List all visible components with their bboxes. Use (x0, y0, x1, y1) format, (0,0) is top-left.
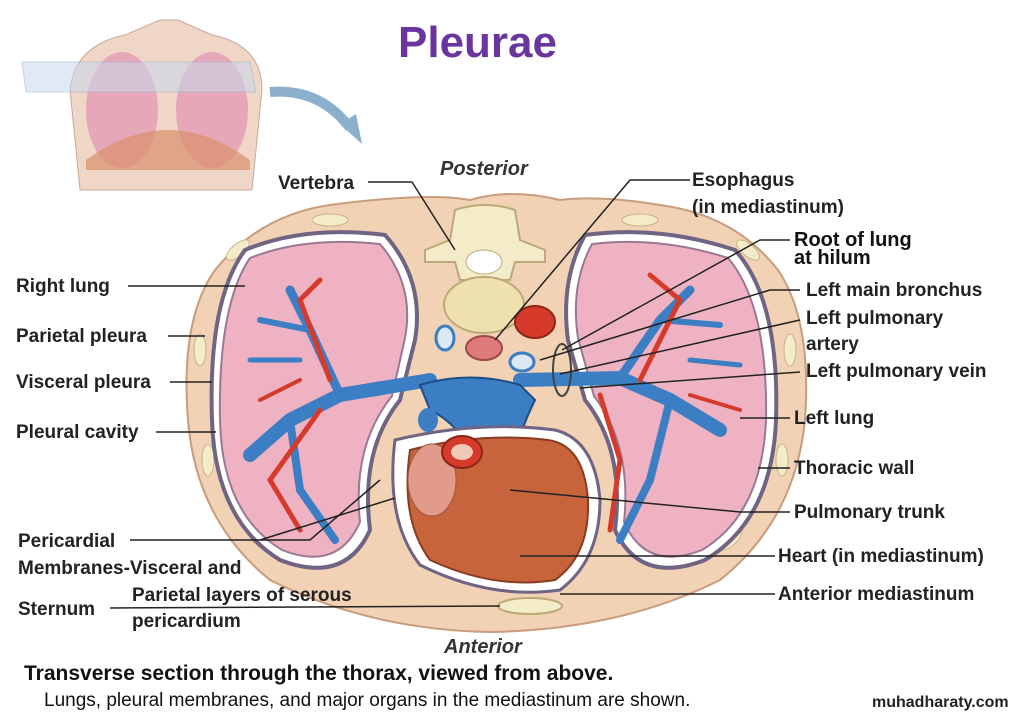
label-parietal-pleura: Parietal pleura (16, 326, 147, 347)
label-left-pulmonary-artery-1: Left pulmonary (806, 308, 944, 329)
label-left-pulmonary-vein: Left pulmonary vein (806, 361, 987, 382)
label-pericardial-4: pericardium (132, 611, 241, 632)
site-credit: muhadharaty.com (872, 694, 1009, 711)
label-pleural-cavity: Pleural cavity (16, 422, 139, 443)
esophagus-shape (465, 335, 503, 361)
label-thoracic-wall: Thoracic wall (794, 458, 915, 479)
right-atrium-shape (407, 443, 457, 517)
left-bronchus-section (508, 351, 536, 373)
view-arrow (269, 86, 354, 132)
label-right-lung: Right lung (16, 276, 110, 297)
label-esophagus-2: (in mediastinum) (692, 197, 845, 218)
svc-lower (418, 408, 438, 432)
vertebra-shape (424, 204, 546, 334)
label-left-main-bronchus: Left main bronchus (806, 280, 983, 301)
label-visceral-pleura: Visceral pleura (16, 372, 151, 393)
label-left-pulmonary-artery-2: artery (806, 334, 859, 355)
aorta-shape (514, 305, 556, 339)
label-pericardial-1: Pericardial (18, 531, 116, 552)
sternum-shape (497, 597, 563, 615)
view-arrowhead (340, 114, 362, 144)
right-bronchial-tree (243, 277, 437, 544)
aortic-valve (451, 444, 473, 460)
anterior-label: Anterior (444, 636, 522, 658)
label-left-lung: Left lung (794, 408, 875, 429)
caption-title: Transverse section through the thorax, v… (24, 662, 614, 685)
page-title: Pleurae (398, 18, 557, 67)
label-root-of-lung-2: at hilum (794, 247, 871, 269)
label-pericardial-3: Parietal layers of serous (132, 585, 352, 606)
section-plane (21, 61, 257, 93)
label-pulmonary-trunk: Pulmonary trunk (794, 502, 945, 523)
label-esophagus-1: Esophagus (692, 170, 795, 191)
leader-lines (109, 179, 801, 609)
label-pericardial-2: Membranes-Visceral and (18, 558, 242, 579)
label-vertebra: Vertebra (278, 173, 355, 194)
caption-text: Lungs, pleural membranes, and major orga… (44, 690, 691, 711)
svc-section (434, 324, 456, 352)
label-sternum: Sternum (18, 599, 96, 620)
torso-diaphragm (86, 130, 250, 170)
label-anterior-mediastinum: Anterior mediastinum (778, 584, 975, 605)
root-of-lung-ring (552, 343, 572, 397)
label-heart: Heart (in mediastinum) (778, 546, 984, 567)
posterior-label: Posterior (440, 158, 528, 180)
label-root-of-lung-1: Root of lung (794, 229, 912, 251)
torso-inset (21, 19, 362, 191)
